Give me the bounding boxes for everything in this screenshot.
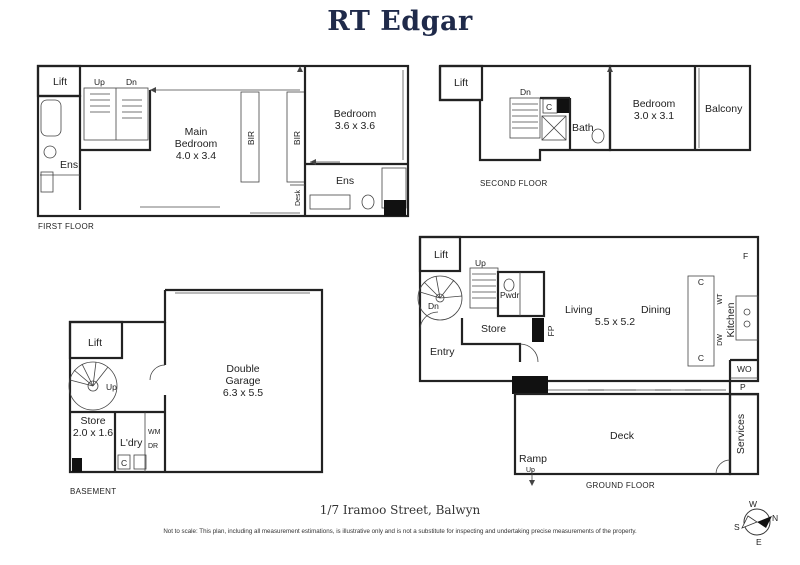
stair-down-label: Dn bbox=[126, 77, 137, 87]
toilet bbox=[43, 145, 57, 159]
stair-up-label-ground: Up bbox=[475, 258, 486, 268]
compass-icon: W N S E bbox=[734, 499, 778, 547]
stair-down-label-ground: Dn bbox=[428, 301, 439, 311]
floor-label-basement: BASEMENT bbox=[70, 487, 116, 496]
stair-down-label-second: Dn bbox=[520, 87, 531, 97]
room-label-powder: Pwdr bbox=[500, 290, 520, 300]
room-label-bir-2: BIR bbox=[292, 131, 302, 145]
room-label-entry: Entry bbox=[430, 346, 455, 358]
room-label-kitchen: Kitchen bbox=[725, 302, 737, 337]
room-label-garage: Double bbox=[226, 363, 259, 375]
room-label-main-bedroom-2: Bedroom bbox=[175, 138, 218, 150]
label-fridge: F bbox=[743, 251, 748, 261]
floor-label-ground: GROUND FLOOR bbox=[586, 481, 655, 490]
label-dishwasher: DW bbox=[717, 334, 724, 346]
disclaimer-text: Not to scale: This plan, including all m… bbox=[163, 528, 637, 535]
second-floor-plan: Lift Dn C Bath Bedroom 3.0 x 3.1 Balcony… bbox=[438, 64, 752, 188]
room-label-bir-1: BIR bbox=[246, 131, 256, 145]
room-label-bedroom: Bedroom bbox=[334, 108, 377, 120]
room-label-laundry: L'dry bbox=[120, 437, 143, 449]
stair-up-label-basement: Up bbox=[106, 382, 117, 392]
room-label-deck: Deck bbox=[610, 430, 635, 442]
room-label-balcony: Balcony bbox=[705, 103, 743, 115]
label-ramp: Ramp bbox=[519, 453, 547, 465]
room-label-dining: Dining bbox=[641, 304, 671, 316]
label-pantry: P bbox=[740, 382, 746, 392]
basement-plan: Lift Up Double Garage 6.3 x 5.5 Store 2.… bbox=[68, 288, 324, 496]
label-wo: WO bbox=[737, 364, 752, 374]
label-fireplace: FP bbox=[546, 325, 556, 336]
room-label-lift-second: Lift bbox=[454, 77, 468, 89]
room-label-living: Living bbox=[565, 304, 593, 316]
room-size-bedroom-second: 3.0 x 3.1 bbox=[634, 110, 674, 122]
compass-west-label: W bbox=[749, 499, 757, 509]
label-cupboard-top: C bbox=[698, 277, 704, 287]
compass-east-label: E bbox=[756, 537, 762, 547]
room-label-ens-left: Ens bbox=[60, 159, 78, 171]
room-label-cupboard: C bbox=[546, 102, 552, 112]
compass-north-label: N bbox=[772, 513, 778, 523]
room-label-bath: Bath bbox=[572, 122, 594, 134]
basement-spiral-stairs bbox=[68, 361, 118, 411]
label-dryer: DR bbox=[148, 443, 158, 450]
room-size-garage: 6.3 x 5.5 bbox=[223, 387, 263, 399]
label-ramp-up: Up bbox=[526, 467, 535, 474]
room-label-store-ground: Store bbox=[481, 323, 506, 335]
room-label-ens-right: Ens bbox=[336, 175, 354, 187]
stair-up-label: Up bbox=[94, 77, 105, 87]
room-size-main-bedroom: 4.0 x 3.4 bbox=[176, 150, 216, 162]
room-size-bedroom: 3.6 x 3.6 bbox=[335, 120, 375, 132]
room-label-garage-2: Garage bbox=[225, 375, 260, 387]
room-label-services: Services bbox=[735, 414, 747, 454]
kitchen-island bbox=[687, 275, 715, 367]
property-address: 1/7 Iramoo Street, Balwyn bbox=[319, 503, 481, 517]
second-floor-stairs bbox=[509, 97, 541, 139]
ground-straight-stairs bbox=[469, 267, 499, 309]
floor-label-first: FIRST FLOOR bbox=[38, 222, 94, 231]
first-floor-plan: Lift Up Dn Main Bedroom 4.0 x 3.4 BIR BI… bbox=[36, 64, 410, 231]
label-cupboard-bottom: C bbox=[698, 353, 704, 363]
room-label-store-basement: Store bbox=[80, 415, 105, 427]
room-label-lift: Lift bbox=[53, 76, 67, 88]
room-label-desk: Desk bbox=[295, 190, 302, 206]
floor-label-second: SECOND FLOOR bbox=[480, 179, 548, 188]
label-washing-machine: WM bbox=[148, 429, 161, 436]
ground-floor-plan: Lift Up Dn Pwdr Store FP Entry Living Di… bbox=[417, 235, 760, 490]
room-label-lift-ground: Lift bbox=[434, 249, 448, 261]
room-label-bedroom-second: Bedroom bbox=[633, 98, 676, 110]
room-label-cupboard-basement: C bbox=[121, 458, 127, 468]
first-floor-stairs bbox=[83, 87, 149, 141]
brand-logo: RT Edgar bbox=[327, 6, 473, 37]
bathtub bbox=[40, 99, 62, 137]
room-label-lift-basement: Lift bbox=[88, 337, 102, 349]
bir-wardrobe-1 bbox=[240, 91, 260, 183]
room-size-store-basement: 2.0 x 1.6 bbox=[73, 427, 113, 439]
compass-south-label: S bbox=[734, 522, 740, 532]
ground-spiral-stairs bbox=[417, 275, 463, 321]
label-wt: WT bbox=[717, 293, 724, 305]
room-label-main-bedroom: Main bbox=[185, 126, 208, 138]
room-size-living-dining: 5.5 x 5.2 bbox=[595, 316, 635, 328]
lift-shaft-second bbox=[438, 64, 484, 102]
